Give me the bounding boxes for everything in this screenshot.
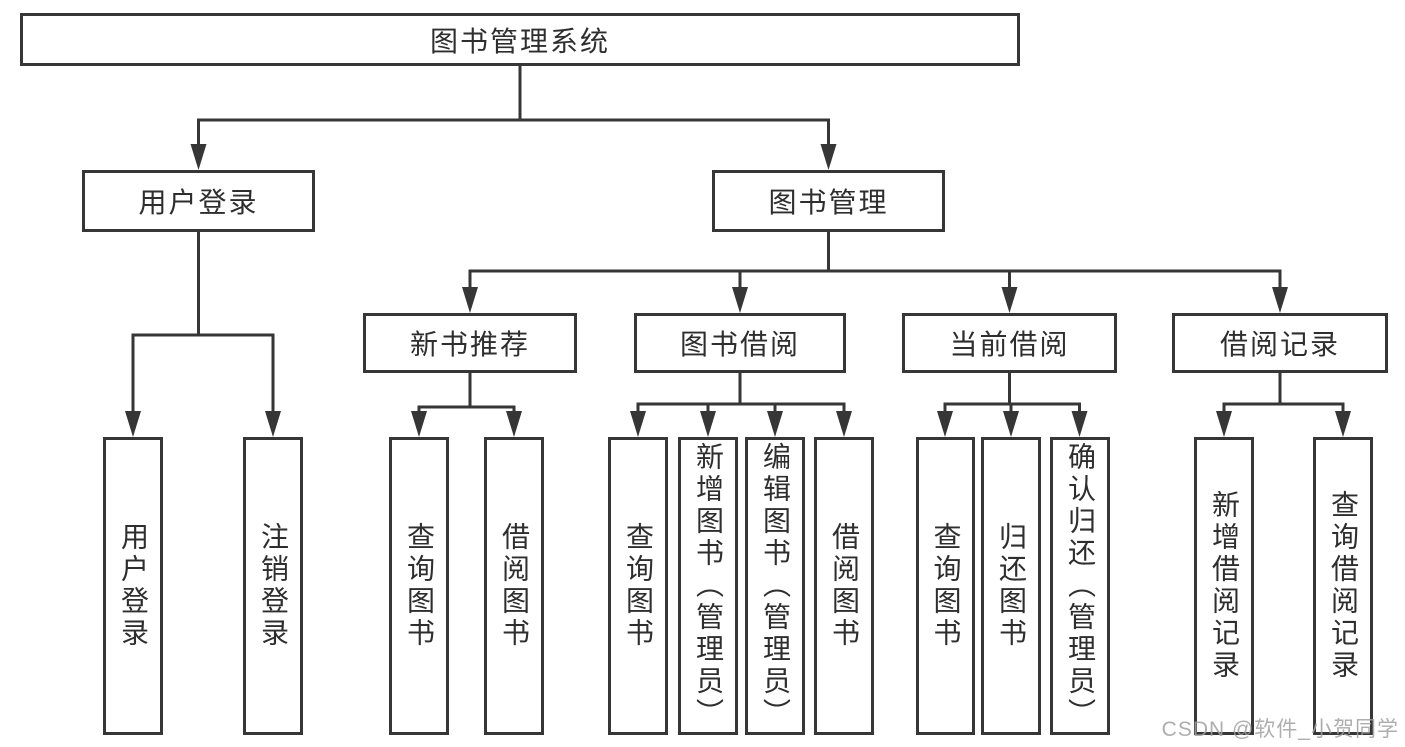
- node-root-label: 图书管理系统: [429, 25, 610, 57]
- node-leaf-cb-return-book-label: 归还图书: [996, 522, 1027, 650]
- node-borrow-records: 借阅记录: [1172, 313, 1388, 373]
- node-leaf-cb-query-book: 查询图书: [916, 437, 975, 735]
- node-book-management-label: 图书管理: [768, 187, 889, 218]
- node-current-borrow-label: 当前借阅: [949, 329, 1070, 360]
- node-new-book-recommend-label: 新书推荐: [409, 329, 530, 360]
- node-new-book-recommend: 新书推荐: [363, 313, 577, 373]
- node-book-management: 图书管理: [712, 170, 945, 232]
- node-leaf-cb-confirm-return-admin-label: 确认归还（管理员）: [1065, 442, 1096, 730]
- node-leaf-nb-query-book-label: 查询图书: [404, 522, 435, 650]
- node-leaf-bb-add-book-admin: 新增图书（管理员）: [678, 437, 738, 735]
- node-leaf-nb-query-book: 查询图书: [389, 437, 449, 735]
- node-book-borrow-label: 图书借阅: [679, 329, 800, 360]
- node-current-borrow: 当前借阅: [902, 313, 1117, 373]
- node-leaf-bb-edit-book-admin: 编辑图书（管理员）: [745, 437, 805, 735]
- node-leaf-br-query-record: 查询借阅记录: [1313, 437, 1373, 735]
- node-leaf-cb-query-book-label: 查询图书: [930, 522, 962, 650]
- node-user-login-label: 用户登录: [138, 187, 259, 218]
- node-leaf-user-login: 用户登录: [103, 437, 163, 735]
- node-leaf-bb-query-book-label: 查询图书: [623, 522, 654, 650]
- node-leaf-logout: 注销登录: [243, 437, 303, 735]
- node-leaf-br-add-record: 新增借阅记录: [1194, 437, 1254, 735]
- node-leaf-bb-query-book: 查询图书: [608, 437, 668, 735]
- node-leaf-nb-borrow-book: 借阅图书: [484, 437, 544, 735]
- node-leaf-br-query-record-label: 查询借阅记录: [1328, 490, 1359, 682]
- node-leaf-br-add-record-label: 新增借阅记录: [1209, 490, 1240, 682]
- node-leaf-nb-borrow-book-label: 借阅图书: [499, 522, 530, 650]
- node-leaf-cb-return-book: 归还图书: [981, 437, 1041, 735]
- node-leaf-logout-label: 注销登录: [258, 522, 289, 650]
- node-borrow-records-label: 借阅记录: [1219, 329, 1340, 360]
- node-leaf-cb-confirm-return-admin: 确认归还（管理员）: [1050, 437, 1110, 735]
- node-root-library-system: 图书管理系统: [20, 13, 1020, 66]
- csdn-watermark: CSDN @软件_小贺同学: [1161, 718, 1399, 741]
- node-user-login: 用户登录: [82, 170, 315, 232]
- node-leaf-bb-borrow-book: 借阅图书: [814, 437, 874, 735]
- node-leaf-user-login-label: 用户登录: [118, 522, 149, 650]
- node-leaf-bb-edit-book-admin-label: 编辑图书（管理员）: [760, 442, 791, 730]
- node-leaf-bb-add-book-admin-label: 新增图书（管理员）: [693, 442, 724, 730]
- node-book-borrow: 图书借阅: [634, 313, 846, 373]
- node-leaf-bb-borrow-book-label: 借阅图书: [829, 522, 860, 650]
